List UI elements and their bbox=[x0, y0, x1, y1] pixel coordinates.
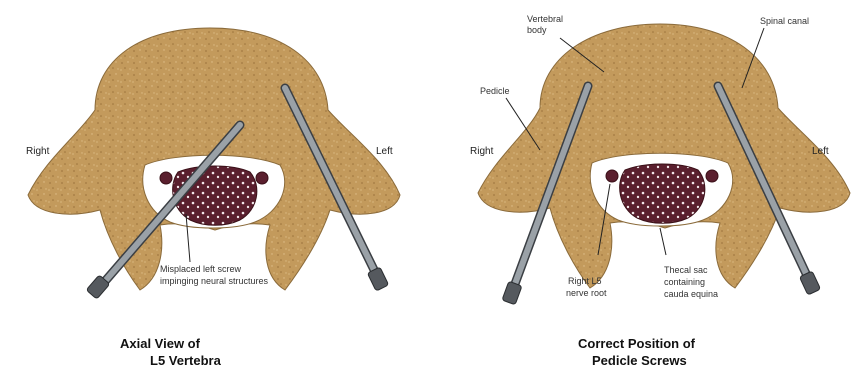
right-label-thecal-sac-2: containing bbox=[664, 277, 705, 288]
left-label-right: Right bbox=[26, 146, 49, 158]
right-caption-line1: Correct Position of bbox=[578, 336, 748, 352]
left-caption-line2: L5 Vertebra bbox=[150, 353, 300, 369]
right-label-thecal-sac-3: cauda equina bbox=[664, 289, 718, 300]
left-nerve-root-left bbox=[256, 172, 268, 184]
right-label-pedicle: Pedicle bbox=[480, 86, 510, 97]
left-nerve-root-right bbox=[160, 172, 172, 184]
left-annotation-line2: impinging neural structures bbox=[160, 276, 268, 287]
right-label-spinal-canal: Spinal canal bbox=[760, 16, 809, 27]
leader-thecal-sac bbox=[660, 228, 666, 255]
right-caption-line2: Pedicle Screws bbox=[592, 353, 762, 369]
right-label-thecal-sac-1: Thecal sac bbox=[664, 265, 708, 276]
left-label-left: Left bbox=[376, 146, 393, 158]
right-nerve-root-right bbox=[606, 170, 618, 182]
right-label-nerve-root-1: Right L5 bbox=[568, 276, 602, 287]
right-nerve-root-left bbox=[706, 170, 718, 182]
left-thecal-sac bbox=[173, 166, 257, 225]
right-label-nerve-root-2: nerve root bbox=[566, 288, 607, 299]
right-thecal-sac bbox=[620, 164, 705, 223]
right-label-right: Right bbox=[470, 146, 493, 158]
left-annotation-line1: Misplaced left screw bbox=[160, 264, 241, 275]
right-label-vertebral-body-1: Vertebral bbox=[527, 14, 563, 25]
left-caption-line1: Axial View of bbox=[120, 336, 270, 352]
right-label-left: Left bbox=[812, 146, 829, 158]
right-label-vertebral-body-2: body bbox=[527, 25, 547, 36]
